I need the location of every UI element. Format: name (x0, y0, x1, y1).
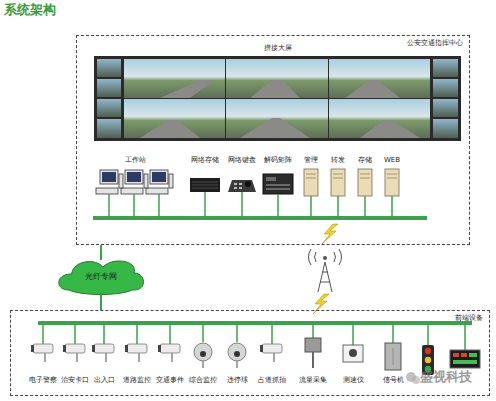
node-label: 工作站 (85, 156, 185, 165)
device-node: 测速仪 (336, 328, 370, 386)
node-label: 流量采集 (286, 376, 340, 385)
device-node: 治安卡口 (58, 328, 92, 386)
diagram-title: 系统架构 (4, 2, 56, 18)
node-label: 转发 (315, 156, 361, 165)
device-node: 工作站 (95, 156, 175, 202)
device-node: 交通事件 (153, 328, 187, 386)
node-label: 网络存储 (177, 156, 233, 165)
video-wall: 拼接大屏 (95, 44, 460, 141)
node-label: 存储 (342, 156, 388, 165)
device-node: 违停球 (220, 328, 254, 386)
node-label: 道路监控 (110, 376, 164, 385)
node-label: 网络键盘 (214, 156, 270, 165)
group-box: 前端设备电子警察治安卡口出入口道路监控交通事件综合监控违停球占道抓拍流量采集测速… (10, 310, 490, 396)
device-node: WEB (379, 156, 405, 202)
group-box: 公安交通指挥中心拼接大屏工作站网络存储网络键盘解码矩阵管理转发存储WEB (76, 35, 470, 245)
node-label: 综合监控 (176, 376, 230, 385)
node-label: 信号机 (366, 376, 420, 385)
node-label: 测速仪 (326, 376, 380, 385)
device-node: 信号机 (376, 328, 410, 386)
device-node: 综合监控 (186, 328, 220, 386)
group-heading: 前端设备 (455, 314, 483, 323)
device-node: 电子警察 (26, 328, 60, 386)
device-node: 管理 (298, 156, 324, 202)
network-link (100, 245, 102, 260)
network-cloud: 光纤专网 (55, 256, 147, 296)
node-label: 交通事件 (143, 376, 197, 385)
node-label: 违停球 (210, 376, 264, 385)
device-node: 存储 (352, 156, 378, 202)
node-label: 管理 (288, 156, 334, 165)
device-node: 出入口 (87, 328, 121, 386)
device-node: 转发 (325, 156, 351, 202)
node-label: 拼接大屏 (85, 44, 470, 53)
node-label: WEB (369, 156, 415, 165)
watermark: 盛视科技 (420, 369, 472, 385)
node-label: 占道抓拍 (245, 376, 299, 385)
device-node: 占道抓拍 (255, 328, 289, 386)
device-node: 网络存储 (187, 156, 223, 202)
device-node: 网络键盘 (224, 156, 260, 202)
device-node: 流量采集 (296, 328, 330, 386)
node-label: 光纤专网 (55, 272, 147, 281)
node-label: 出入口 (77, 376, 131, 385)
group-heading: 公安交通指挥中心 (407, 39, 463, 48)
device-node: 道路监控 (120, 328, 154, 386)
device-node: 解码矩阵 (260, 156, 296, 202)
node-label: 解码矩阵 (250, 156, 306, 165)
